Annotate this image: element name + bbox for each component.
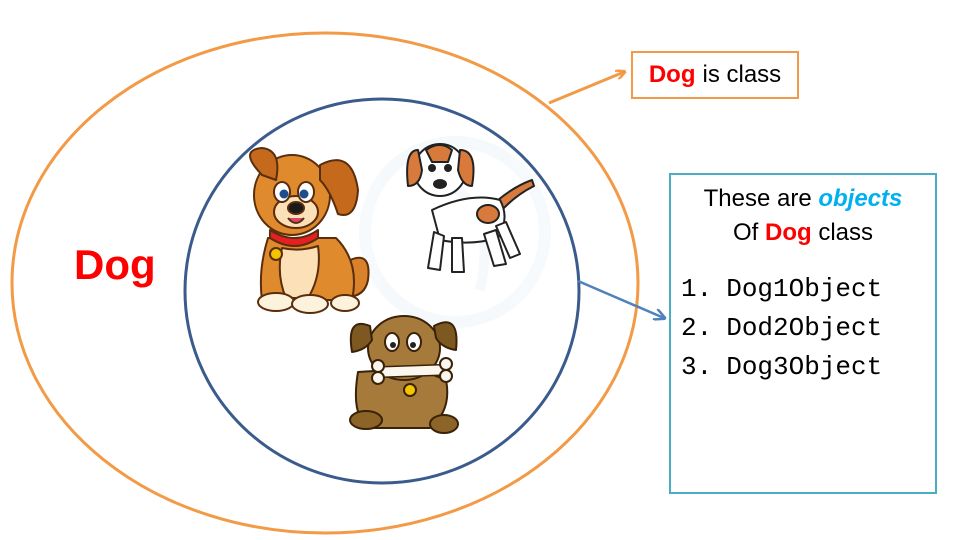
objects-arrow — [577, 279, 664, 318]
object-list: 1. Dog1Object 2. Dod2Object 3. Dog3Object — [671, 270, 935, 387]
class-callout-box: Dog is class — [631, 51, 799, 99]
outer-class-ellipse — [10, 31, 640, 535]
object-name: Dog3Object — [726, 352, 883, 382]
objects-heading-prefix: These are — [703, 185, 812, 212]
object-list-item: 3. Dog3Object — [681, 348, 935, 387]
objects-callout-box: These are objects Of Dog class 1. Dog1Obj… — [669, 173, 937, 494]
objects-heading-of: Of — [732, 219, 759, 246]
cartoon-puppy-beagle-icon — [406, 143, 535, 273]
objects-heading-emphasis: objects — [818, 185, 903, 212]
object-number: 1. — [681, 274, 713, 304]
objects-heading-class-name: Dog — [765, 219, 812, 246]
objects-heading-line1: These are objects — [671, 182, 935, 216]
object-list-item: 2. Dod2Object — [681, 309, 935, 348]
cartoon-puppy-orange-icon — [249, 147, 370, 314]
object-list-item: 1. Dog1Object — [681, 270, 935, 309]
objects-heading-line2: Of Dog class — [671, 216, 935, 250]
object-number: 2. — [681, 313, 713, 343]
class-callout-highlight: Dog — [648, 61, 696, 88]
object-name: Dod2Object — [726, 313, 883, 343]
inner-objects-circle — [183, 97, 581, 485]
objects-heading-suffix: class — [818, 219, 874, 246]
object-number: 3. — [681, 352, 713, 382]
class-arrow — [548, 72, 624, 105]
cartoon-puppy-with-bone-icon — [349, 315, 459, 434]
object-name: Dog1Object — [726, 274, 883, 304]
class-label-large: Dog — [74, 241, 156, 288]
objects-heading: These are objects Of Dog class — [671, 182, 935, 250]
class-callout-text: is class — [702, 61, 782, 88]
